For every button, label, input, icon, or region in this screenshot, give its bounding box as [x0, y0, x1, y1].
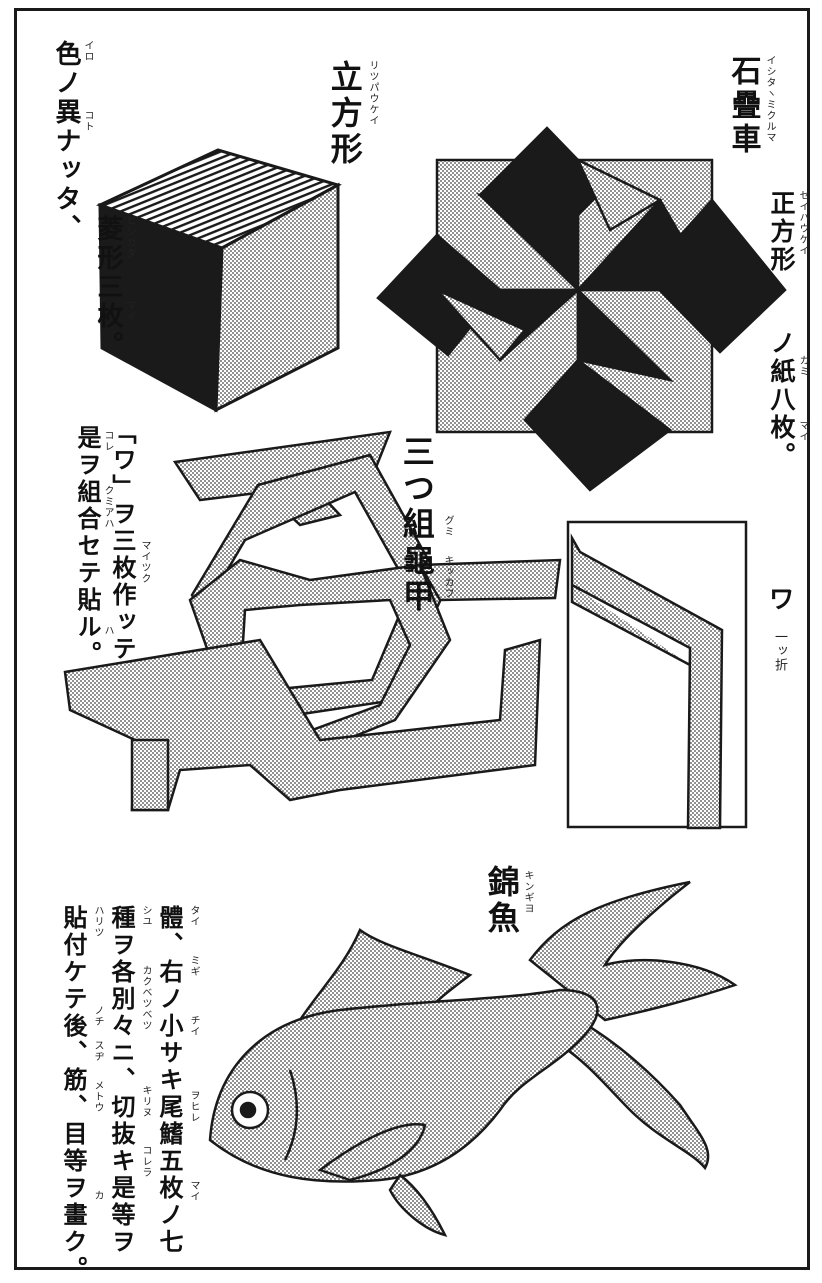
goldfish-note-col2: 種ヲ各別々ニ、切抜キ是等ヲ [107, 905, 136, 1256]
goldfish-ruby-haritsu: ハリツ [92, 905, 103, 938]
goldfish-ruby-tai: タイ [188, 905, 199, 927]
cube-title-ruby: リツパウケイ [367, 60, 378, 126]
knot-title: 三つ組龜甲 [397, 435, 436, 615]
goldfish-ruby-korera: コレラ [140, 1145, 151, 1178]
knot-note-col1: 「ワ」ヲ三枚作ッテ [108, 420, 137, 663]
goldfish-title-ruby: キンギヨ [522, 870, 533, 914]
pinwheel-blade-2 [575, 197, 715, 292]
pinwheel-blade-5 [436, 288, 528, 362]
hexagon-strand-left-down [130, 738, 170, 812]
knot-title-ruby-kikkou: キッカフ [442, 555, 453, 599]
pinwheel-blade-6 [575, 157, 663, 232]
pinwheel-figure [376, 126, 787, 492]
ring-label: ワ [763, 585, 794, 615]
hexagon-strand-right [417, 558, 562, 602]
cube-note-col1: 色ノ異ナッタ、 [51, 40, 81, 243]
goldfish-ruby-suji: スヂ [92, 1040, 103, 1062]
goldfish-gill-line [283, 1069, 299, 1161]
cube-title: 立方形 [325, 60, 364, 168]
goldfish-ruby-metou: メトウ [92, 1080, 103, 1113]
ring-strip [570, 533, 724, 830]
goldfish-ruby-nochi: ノチ [92, 1005, 103, 1027]
cube-note-ruby-mai: マイ [124, 300, 135, 322]
pinwheel-blade-3 [576, 287, 674, 383]
cube-note-ruby-koto: コト [82, 110, 93, 132]
pinwheel-blade-1 [476, 192, 580, 293]
knot-note-col2: 是ヲ組合セテ貼ル。 [73, 425, 102, 668]
cube-right-face [214, 182, 340, 413]
knot-note-ruby-ha: ハ [102, 625, 113, 636]
knot-note-ruby-kumiawa: クミアハ [102, 485, 113, 529]
fold-label: 一ッ折 [772, 630, 787, 672]
goldfish-note-col1: 體、右ノ小サキ尾鰭五枚ノ七 [155, 905, 184, 1256]
knot-note-ruby-kore: コレ [102, 430, 113, 452]
windmill-note-col1: 正方形 [767, 190, 796, 274]
goldfish-note-col3: 貼付ケテ後、筋、目等ヲ畫ク。 [59, 905, 88, 1283]
goldfish-upper-tail [528, 880, 738, 1022]
knot-title-ruby-kumi: グミ [442, 515, 453, 537]
goldfish-ruby-migi: ミギ [188, 955, 199, 977]
goldfish-ventral-fin [388, 1173, 448, 1237]
windmill-note-ruby-kami: カミ [797, 355, 808, 377]
goldfish-lower-tail [558, 1007, 710, 1171]
goldfish-ruby-kakubetsu: カクベツベツ [140, 965, 151, 1031]
goldfish-pectoral-fin [317, 1122, 427, 1182]
page-frame [14, 8, 810, 1270]
goldfish-eye-pupil [239, 1101, 257, 1119]
windmill-note-ruby-mai: マイ [797, 420, 808, 442]
windmill-title: 石疊車 [725, 55, 761, 157]
cube-figure [96, 148, 342, 413]
cube-note-ruby-hishigata: ヒシガタ [124, 215, 135, 259]
goldfish-body [208, 988, 599, 1183]
windmill-note-col2: ノ紙八枚。 [767, 330, 796, 470]
goldfish-ruby-ohire: ヲヒレ [188, 1090, 199, 1123]
cube-note-ruby-iro: イロ [82, 40, 93, 62]
hexagon-knot-figure [63, 430, 562, 812]
goldfish-ruby-kirinu: キリヌ [140, 1085, 151, 1118]
goldfish-ruby-mai: マイ [188, 1180, 199, 1202]
windmill-note-ruby-seihoukei: セイハウケイ [797, 190, 808, 256]
pinwheel-dark-c [523, 358, 673, 492]
goldfish-figure [208, 880, 738, 1237]
goldfish-ruby-shu: シユ [140, 905, 151, 927]
knot-note-ruby-maitsuku: マイツク [139, 540, 150, 584]
goldfish-dorsal-fin [297, 928, 473, 1022]
goldfish-ruby-chii: チイ [188, 1015, 199, 1037]
cube-note-col2: 菱形三枚。 [93, 215, 123, 360]
goldfish-ruby-ka: カ [92, 1190, 103, 1201]
goldfish-title: 錦魚 [482, 865, 521, 937]
folded-ring-figure [566, 520, 748, 830]
windmill-title-ruby: イシタヽミクルマ [764, 55, 775, 143]
